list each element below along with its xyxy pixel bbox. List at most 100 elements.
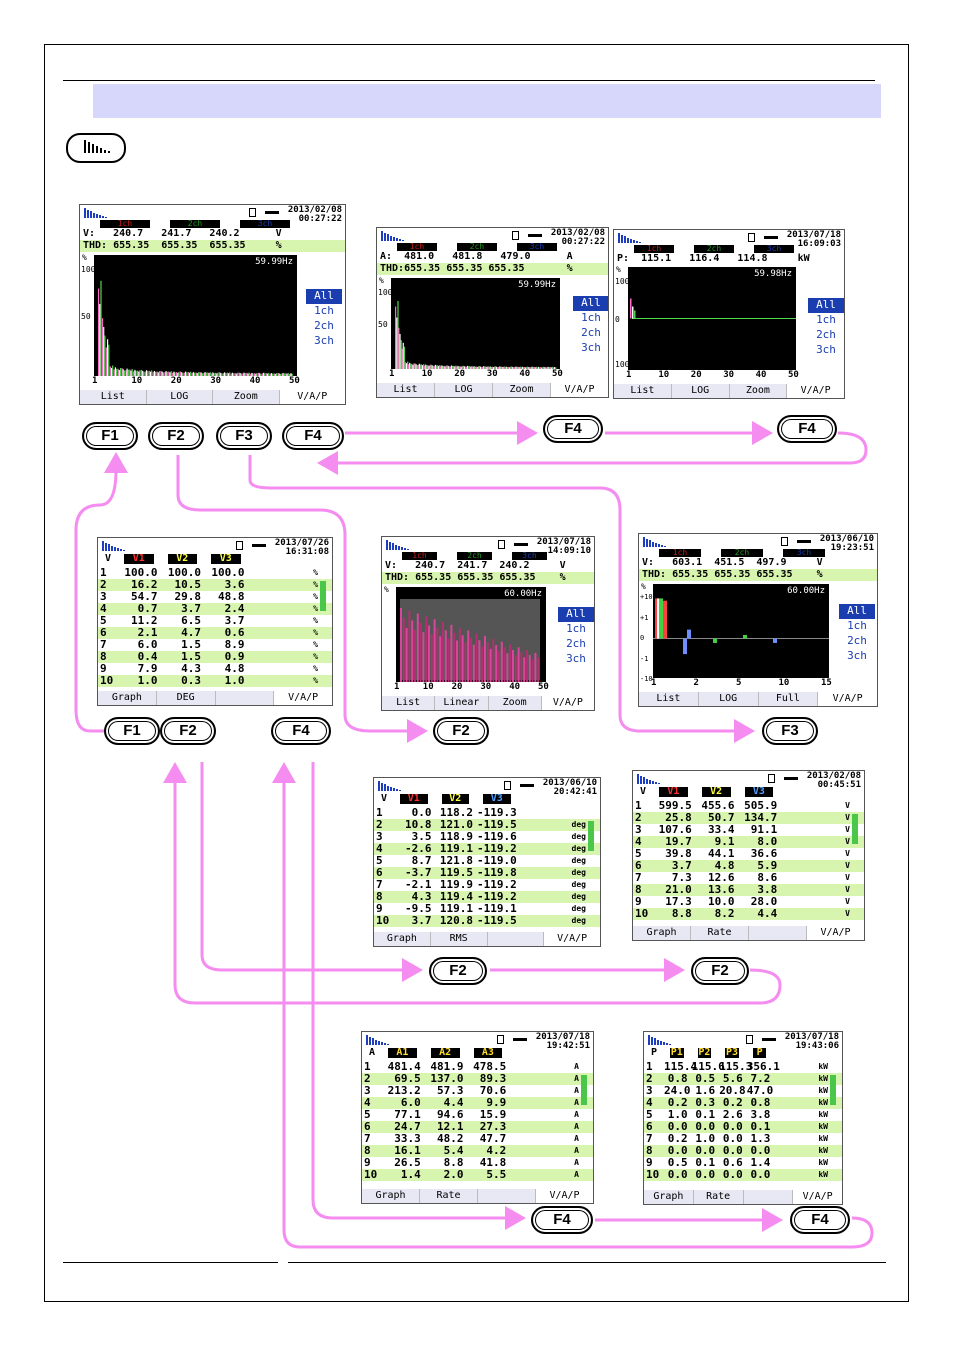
fkey-4-label[interactable]: V/A/P xyxy=(807,926,864,940)
selector-option-3ch[interactable]: 3ch xyxy=(816,343,836,356)
f4-button-graph-a[interactable]: F4 xyxy=(543,415,603,443)
fkey-4-label[interactable]: V/A/P xyxy=(544,932,600,946)
selector-option-all[interactable]: All xyxy=(306,289,342,304)
selector-option-1ch[interactable]: 1ch xyxy=(314,304,334,317)
fkey-4-label[interactable]: V/A/P xyxy=(787,384,844,398)
fkey-4-label[interactable]: V/A/P xyxy=(818,692,877,706)
f2-button-log[interactable]: F2 xyxy=(433,717,489,745)
cell: 4.4 xyxy=(757,907,778,920)
harmonic-bar xyxy=(165,371,167,376)
fkey-2-label[interactable]: Rate xyxy=(694,1190,744,1204)
fkey-1-label[interactable]: List xyxy=(80,390,147,404)
scrollbar[interactable] xyxy=(320,581,326,611)
f4-button-graph-p[interactable]: F4 xyxy=(777,415,837,443)
scrollbar[interactable] xyxy=(588,821,594,851)
selector-option-2ch[interactable]: 2ch xyxy=(816,328,836,341)
fkey-2-label[interactable]: LOG xyxy=(435,383,493,397)
fkey-1-label[interactable]: List xyxy=(639,692,699,706)
scrollbar[interactable] xyxy=(830,1075,836,1105)
fkey-3-label[interactable] xyxy=(744,1190,794,1204)
cell: 6.5 xyxy=(181,614,201,627)
selector-option-3ch[interactable]: 3ch xyxy=(566,652,586,665)
fkey-3-label[interactable]: Zoom xyxy=(730,384,788,398)
thd-row: THD: 655.35 655.35 655.35 % xyxy=(639,569,877,581)
fkey-3-label[interactable]: Zoom xyxy=(213,390,280,404)
harmonic-bar xyxy=(503,647,506,682)
selector-option-2ch[interactable]: 2ch xyxy=(314,319,334,332)
harmonic-bar xyxy=(246,372,248,376)
f2-button-list[interactable]: F2 xyxy=(160,717,216,745)
fkey-3-label[interactable]: Zoom xyxy=(489,696,542,710)
cell: 0.0 xyxy=(667,1120,688,1133)
fkey-4-label[interactable]: V/A/P xyxy=(541,696,594,710)
selector-option-1ch[interactable]: 1ch xyxy=(581,311,601,324)
selector-option-3ch[interactable]: 3ch xyxy=(314,334,334,347)
harmonic-bar xyxy=(104,335,106,376)
fkey-4-label[interactable]: V/A/P xyxy=(793,1190,842,1204)
fkey-3-label[interactable]: Zoom xyxy=(493,383,551,397)
fkey-2-label[interactable]: Rate xyxy=(420,1189,478,1203)
fkey-2-label[interactable]: RMS xyxy=(431,932,488,946)
selector-option-1ch[interactable]: 1ch xyxy=(566,622,586,635)
fkey-1-label[interactable]: Graph xyxy=(374,932,431,946)
selector-option-3ch[interactable]: 3ch xyxy=(581,341,601,354)
fkey-1-label[interactable]: Graph xyxy=(633,926,691,940)
fkey-1-label[interactable]: Graph xyxy=(98,691,157,705)
fkey-3-label[interactable]: Full xyxy=(759,692,819,706)
f2-button-rms[interactable]: F2 xyxy=(691,957,749,985)
cell: 6.0 xyxy=(137,638,158,651)
fkey-2-label[interactable]: LOG xyxy=(699,692,759,706)
scrollbar[interactable] xyxy=(581,1075,587,1105)
harmonic-bar xyxy=(484,636,486,682)
fkey-3-label[interactable] xyxy=(488,932,545,946)
selector-option-all[interactable]: All xyxy=(839,604,875,619)
f1-button-list[interactable]: F1 xyxy=(104,717,160,745)
harmonic-bar xyxy=(277,372,279,376)
selector-option-all[interactable]: All xyxy=(808,298,844,313)
fkey-2-label[interactable]: LOG xyxy=(147,390,213,404)
fkey-2-label[interactable]: DEG xyxy=(157,691,216,705)
selector-option-2ch[interactable]: 2ch xyxy=(581,326,601,339)
fkey-2-label[interactable]: Linear xyxy=(435,696,489,710)
f4-button-list-p[interactable]: F4 xyxy=(790,1206,850,1234)
fkey-3-label[interactable] xyxy=(216,691,275,705)
f2-button-deg[interactable]: F2 xyxy=(429,957,487,985)
fkey-4-label[interactable]: V/A/P xyxy=(274,691,332,705)
fkey-2-label[interactable]: LOG xyxy=(672,384,730,398)
selector-option-1ch[interactable]: 1ch xyxy=(816,313,836,326)
fkey-3-label[interactable] xyxy=(749,926,807,940)
f4-button-list-a[interactable]: F4 xyxy=(531,1206,593,1234)
fkey-4-label[interactable]: V/A/P xyxy=(536,1189,593,1203)
fkey-2-label[interactable]: Rate xyxy=(691,926,749,940)
fkey-4-label[interactable]: V/A/P xyxy=(551,383,608,397)
selector-option-3ch[interactable]: 3ch xyxy=(847,649,867,662)
selector-option-1ch[interactable]: 1ch xyxy=(847,619,867,632)
fkey-3-label[interactable] xyxy=(478,1189,536,1203)
timestamp-time: 00:27:22 xyxy=(561,237,605,247)
f1-button-top[interactable]: F1 xyxy=(82,422,138,450)
f2-button-top[interactable]: F2 xyxy=(148,422,204,450)
f4-button-list[interactable]: F4 xyxy=(271,717,331,745)
fkey-1-label[interactable]: List xyxy=(377,383,435,397)
fkey-1-label[interactable]: Graph xyxy=(362,1189,420,1203)
harmonic-bar xyxy=(264,373,266,376)
f4-button-top[interactable]: F4 xyxy=(282,422,344,450)
f3-button-top[interactable]: F3 xyxy=(216,422,272,450)
selector-option-2ch[interactable]: 2ch xyxy=(566,637,586,650)
f3-button-zoom[interactable]: F3 xyxy=(762,717,818,745)
harmonic-bar xyxy=(473,366,475,369)
fkey-1-label[interactable]: List xyxy=(382,696,436,710)
selector-option-2ch[interactable]: 2ch xyxy=(847,634,867,647)
fkey-1-label[interactable]: List xyxy=(614,384,672,398)
scrollbar[interactable] xyxy=(852,814,858,844)
selector-option-all[interactable]: All xyxy=(558,607,594,622)
fkey-1-label[interactable]: Graph xyxy=(644,1190,694,1204)
fkey-4-label[interactable]: V/A/P xyxy=(279,390,345,404)
selector-option-all[interactable]: All xyxy=(573,296,608,311)
